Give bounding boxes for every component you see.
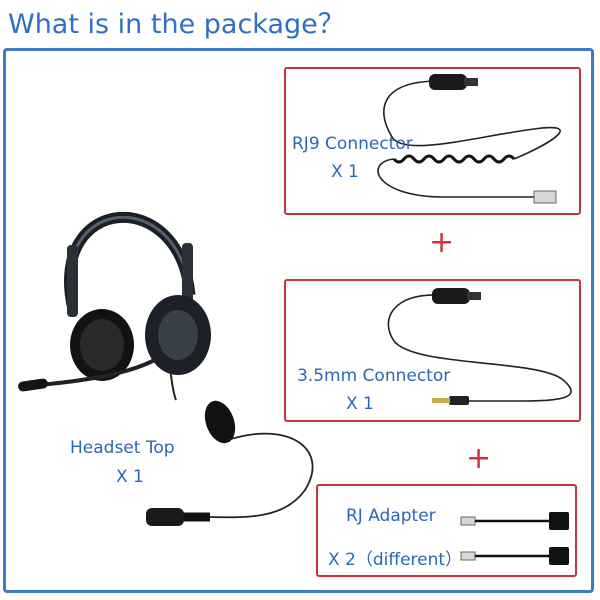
package-frame [3, 48, 594, 593]
rj9-connector-label: RJ9 Connector [292, 134, 413, 154]
mm35-cable-image [387, 288, 572, 405]
rj-adapter-image [460, 512, 569, 565]
rj-adapter-qty: X 2（different） [328, 550, 463, 570]
headset-cable-image [146, 400, 314, 526]
headset-image [18, 211, 211, 401]
plus-separator-2: + [466, 441, 492, 476]
page-title: What is in the package？ [8, 9, 345, 40]
mm35-connector-label: 3.5mm Connector [297, 366, 451, 386]
plus-separator-1: + [429, 225, 455, 260]
rj9-cable-image [377, 74, 561, 204]
rj9-connector-qty: X 1 [331, 162, 359, 182]
mm35-connector-qty: X 1 [346, 394, 374, 414]
rj9-connector-box [284, 67, 581, 215]
headset-top-label: Headset Top [70, 438, 175, 458]
headset-top-qty: X 1 [116, 467, 144, 487]
rj-adapter-box [316, 484, 577, 577]
rj-adapter-label: RJ Adapter [346, 506, 436, 526]
